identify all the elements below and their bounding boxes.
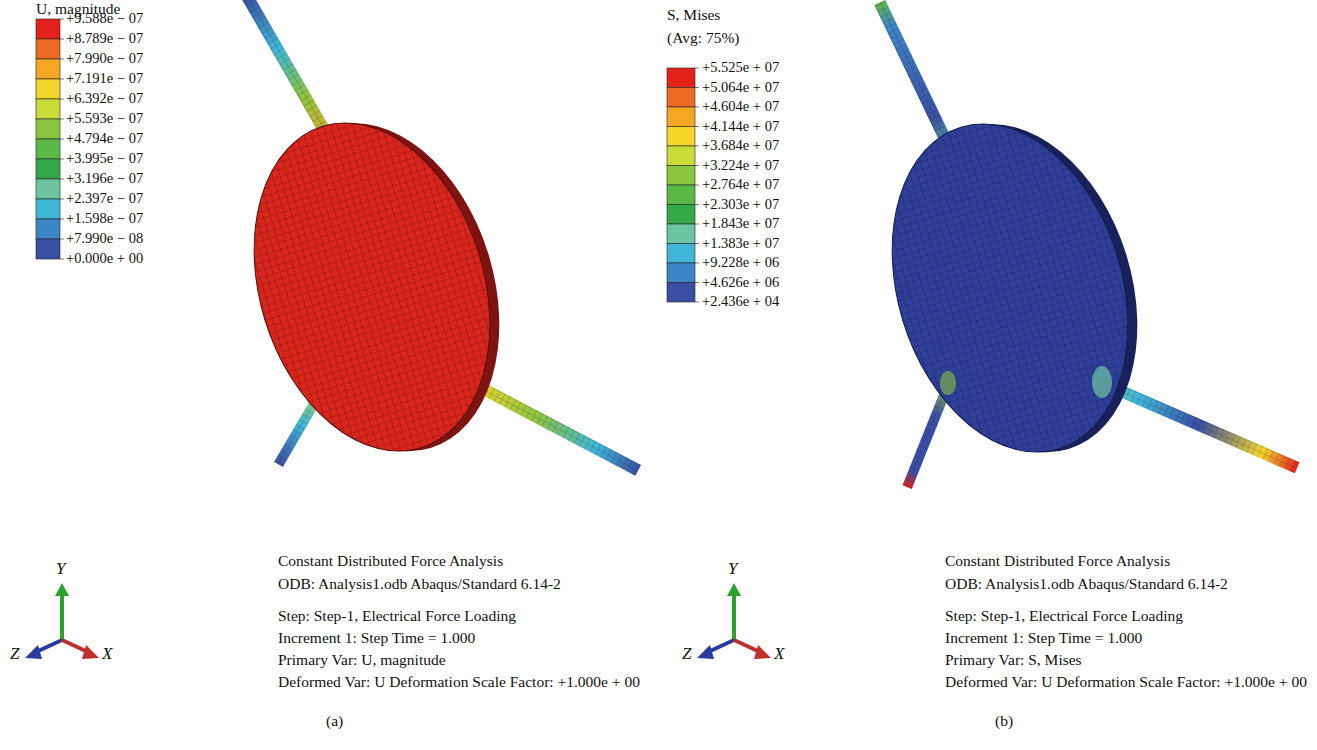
legend-value: +5.525e + 07 <box>702 59 779 76</box>
disc <box>216 91 538 483</box>
legend-title: S, Mises <box>667 6 720 24</box>
legend-value: +4.604e + 07 <box>702 98 779 115</box>
color-band <box>667 205 695 225</box>
legend-value: +7.990e − 07 <box>66 50 143 67</box>
axis-label: Z <box>10 645 19 663</box>
stress-spot <box>1092 366 1112 398</box>
legend-value: +0.000e + 00 <box>66 250 143 267</box>
axis-label: X <box>774 645 784 663</box>
legend-value: +8.789e − 07 <box>66 30 143 47</box>
legend-value: +7.191e − 07 <box>66 70 143 87</box>
info-text: Increment 1: Step Time = 1.000 <box>278 629 475 647</box>
legend-value: +3.995e − 07 <box>66 150 143 167</box>
info-text: Constant Distributed Force Analysis <box>945 552 1170 570</box>
legend-value: +1.598e − 07 <box>66 210 143 227</box>
axis-label: X <box>102 645 112 663</box>
legend-value: +9.588e − 07 <box>66 10 143 27</box>
panel-label: (a) <box>326 712 343 730</box>
legend-value: +1.383e + 07 <box>702 235 779 252</box>
info-text: Deformed Var: U Deformation Scale Factor… <box>945 673 1307 691</box>
axis-triad <box>697 583 771 659</box>
legend-value: +2.436e + 04 <box>702 293 779 310</box>
fea-model <box>216 0 641 483</box>
beam-arm <box>1098 376 1300 473</box>
legend-value: +2.397e − 07 <box>66 190 143 207</box>
axis-label: Y <box>728 560 737 578</box>
legend-value: +4.794e − 07 <box>66 130 143 147</box>
color-band <box>36 219 60 239</box>
color-band <box>667 88 695 108</box>
legend-value: +3.684e + 07 <box>702 137 779 154</box>
tick-marks <box>60 19 64 259</box>
info-text: Constant Distributed Force Analysis <box>278 552 503 570</box>
info-text: Step: Step-1, Electrical Force Loading <box>278 607 516 625</box>
legend-value: +3.196e − 07 <box>66 170 143 187</box>
legend-value: +1.843e + 07 <box>702 215 779 232</box>
legend-value: +9.228e + 06 <box>702 254 779 271</box>
color-band <box>36 119 60 139</box>
axis-label: Y <box>56 560 65 578</box>
info-text: ODB: Analysis1.odb Abaqus/Standard 6.14-… <box>945 575 1228 593</box>
info-text: Primary Var: S, Mises <box>945 651 1082 669</box>
legend-value: +2.303e + 07 <box>702 196 779 213</box>
color-band <box>36 139 60 159</box>
info-text: Step: Step-1, Electrical Force Loading <box>945 607 1183 625</box>
color-band <box>36 239 60 259</box>
color-band <box>667 263 695 283</box>
stress-spot <box>940 371 956 395</box>
color-band <box>667 244 695 264</box>
panel-label: (b) <box>995 712 1013 730</box>
color-band <box>667 107 695 127</box>
color-band <box>36 59 60 79</box>
beam-arm <box>467 377 641 476</box>
color-band <box>36 199 60 219</box>
legend-title: (Avg: 75%) <box>667 29 739 47</box>
legend-value: +6.392e − 07 <box>66 90 143 107</box>
disc <box>854 92 1176 484</box>
color-band <box>667 127 695 147</box>
info-text: Primary Var: U, magnitude <box>278 651 446 669</box>
legend-value: +2.764e + 07 <box>702 176 779 193</box>
axis-triad <box>25 583 99 659</box>
info-text: Deformed Var: U Deformation Scale Factor… <box>278 673 640 691</box>
color-band <box>36 179 60 199</box>
legend-value: +7.990e − 08 <box>66 230 143 247</box>
color-band <box>667 224 695 244</box>
color-band <box>667 68 695 88</box>
color-band <box>36 159 60 179</box>
color-band <box>36 79 60 99</box>
legend-value: +4.626e + 06 <box>702 274 779 291</box>
color-bar <box>667 68 699 302</box>
color-band <box>36 99 60 119</box>
color-band <box>667 146 695 166</box>
color-band <box>667 185 695 205</box>
info-text: ODB: Analysis1.odb Abaqus/Standard 6.14-… <box>278 575 561 593</box>
tick-marks <box>695 68 699 302</box>
color-band <box>36 39 60 59</box>
color-bar <box>36 19 64 259</box>
legend-value: +3.224e + 07 <box>702 157 779 174</box>
color-band <box>667 166 695 186</box>
info-text: Increment 1: Step Time = 1.000 <box>945 629 1142 647</box>
legend-value: +5.593e − 07 <box>66 110 143 127</box>
color-band <box>667 283 695 303</box>
legend-value: +5.064e + 07 <box>702 79 779 96</box>
axis-label: Z <box>682 645 691 663</box>
fea-model <box>854 0 1300 489</box>
color-band <box>36 19 60 39</box>
legend-value: +4.144e + 07 <box>702 118 779 135</box>
